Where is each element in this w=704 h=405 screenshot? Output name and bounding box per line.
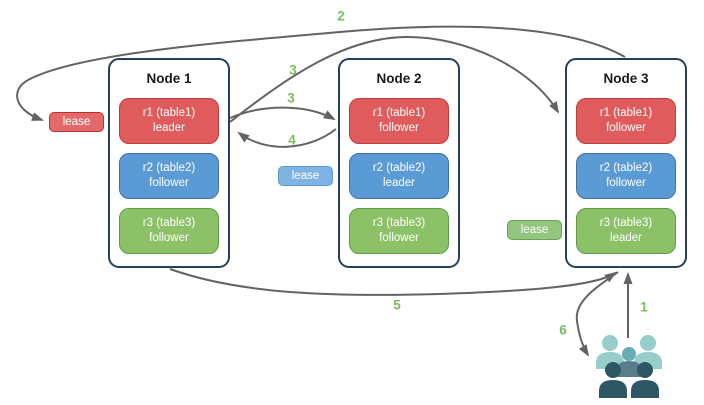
arrow-step5-node1-to-node3 — [169, 268, 617, 296]
arrow-step3-leader-to-node2 — [229, 106, 336, 120]
replica-role: follower — [606, 122, 646, 134]
step-number-5: 5 — [393, 297, 401, 313]
lease-badge-blue: lease — [278, 166, 333, 186]
node-3-replica-r3: r3 (table3) leader — [576, 208, 676, 254]
replica-name: r2 (table2) — [142, 161, 196, 174]
replica-role: follower — [149, 232, 189, 244]
replica-name: r3 (table3) — [372, 216, 426, 229]
replica-name: r1 (table1) — [372, 106, 426, 119]
node-1-box: Node 1 r1 (table1) leader r2 (table2) fo… — [108, 58, 230, 268]
replica-name: r2 (table2) — [372, 161, 426, 174]
step-number-4: 4 — [288, 132, 296, 148]
node-2-replica-r2: r2 (table2) leader — [349, 153, 449, 199]
lease-badge-green: lease — [507, 220, 562, 240]
lease-badge-red: lease — [49, 112, 104, 132]
step-number-3b: 3 — [287, 90, 295, 106]
step-number-1: 1 — [640, 299, 648, 315]
replica-name: r2 (table2) — [599, 161, 653, 174]
replica-role: leader — [610, 232, 642, 244]
replica-name: r1 (table1) — [142, 106, 196, 119]
node-2-replica-r1: r1 (table1) follower — [349, 98, 449, 144]
replica-name: r3 (table3) — [599, 216, 653, 229]
replica-role: follower — [379, 122, 419, 134]
node-3-replica-r1: r1 (table1) follower — [576, 98, 676, 144]
replica-role: follower — [379, 232, 419, 244]
replica-role: follower — [149, 177, 189, 189]
node-2-replica-r3: r3 (table3) follower — [349, 208, 449, 254]
node-3-replica-r2: r2 (table2) follower — [576, 153, 676, 199]
replica-role: follower — [606, 177, 646, 189]
node-1-replica-r1: r1 (table1) leader — [119, 98, 219, 144]
step-number-2: 2 — [337, 8, 345, 24]
replica-role: leader — [383, 177, 415, 189]
replica-role: leader — [153, 122, 185, 134]
node-1-replica-r3: r3 (table3) follower — [119, 208, 219, 254]
node-1-replica-r2: r2 (table2) follower — [119, 153, 219, 199]
node-1-title: Node 1 — [146, 71, 192, 86]
node-2-box: Node 2 r1 (table1) follower r2 (table2) … — [338, 58, 460, 268]
replica-name: r3 (table3) — [142, 216, 196, 229]
node-3-box: Node 3 r1 (table1) follower r2 (table2) … — [565, 58, 687, 268]
step-number-6: 6 — [559, 322, 567, 338]
step-number-3a: 3 — [289, 62, 297, 78]
node-3-title: Node 3 — [603, 71, 649, 86]
replica-name: r1 (table1) — [599, 106, 653, 119]
users-group-icon — [596, 335, 662, 398]
node-2-title: Node 2 — [376, 71, 422, 86]
